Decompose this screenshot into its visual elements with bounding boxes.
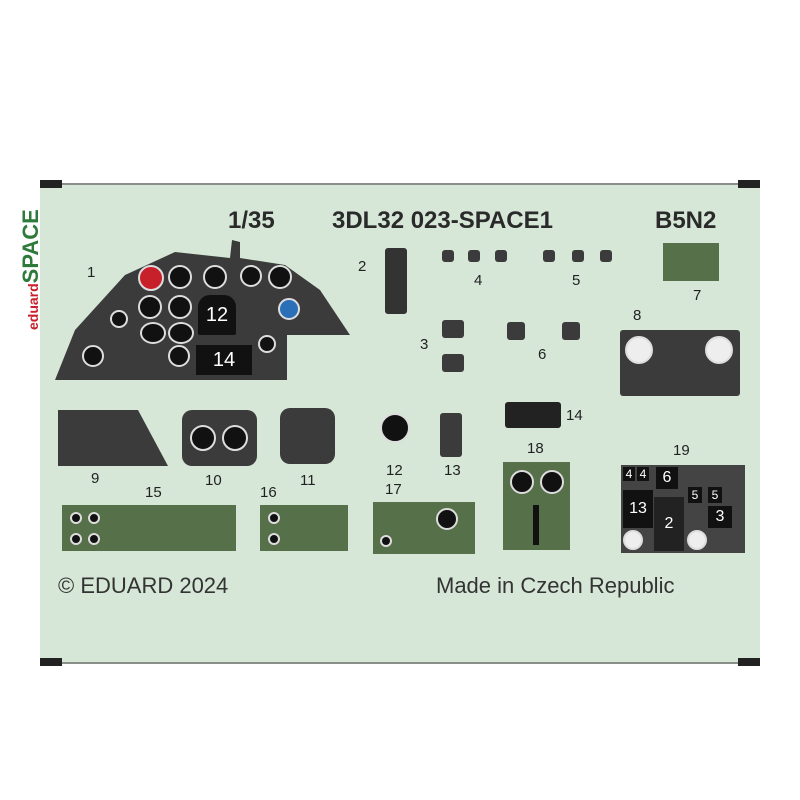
gauge <box>623 530 643 550</box>
part-number: 17 <box>385 481 402 498</box>
part-3a <box>442 320 464 338</box>
part-3b <box>442 354 464 372</box>
gauge <box>258 335 276 353</box>
gauge <box>625 336 653 364</box>
part-9 <box>58 410 168 466</box>
part-5c <box>600 250 612 262</box>
part-number: 4 <box>474 272 483 289</box>
lever <box>533 505 539 545</box>
gauge <box>687 530 707 550</box>
gauge <box>168 345 190 367</box>
part-number: 16 <box>260 484 277 501</box>
part-6b <box>562 322 580 340</box>
part-15 <box>62 505 236 551</box>
gauge <box>168 265 192 289</box>
p19-label: 13 <box>623 490 653 528</box>
part-7 <box>663 243 719 281</box>
part-number: 19 <box>673 442 690 459</box>
part-number: 2 <box>358 258 367 275</box>
part-4c <box>495 250 507 262</box>
gauge <box>140 322 166 344</box>
corner-mark <box>738 658 760 666</box>
gauge <box>82 345 104 367</box>
part-number: 10 <box>205 472 222 489</box>
gauge <box>138 265 164 291</box>
gauge <box>540 470 564 494</box>
panel-label-14: 14 <box>196 345 252 375</box>
p19-label: 4 <box>623 467 635 481</box>
panel-label-12: 12 <box>198 295 236 335</box>
gauge <box>278 298 300 320</box>
p19-label: 5 <box>688 487 702 503</box>
part-13 <box>440 413 462 457</box>
gauge <box>222 425 248 451</box>
gauge <box>240 265 262 287</box>
product-code: 3DL32 023-SPACE1 <box>332 207 553 234</box>
bottom-border <box>40 662 760 664</box>
part-number: 3 <box>420 336 429 353</box>
part-11 <box>280 408 335 464</box>
corner-mark <box>738 180 760 188</box>
part-5b <box>572 250 584 262</box>
p19-label: 5 <box>708 487 722 503</box>
p19-label: 3 <box>708 506 732 528</box>
part-2 <box>385 248 407 314</box>
top-border <box>40 183 760 185</box>
part-number: 9 <box>91 470 100 487</box>
gauge <box>110 310 128 328</box>
part-number: 8 <box>633 307 642 324</box>
part-5a <box>543 250 555 262</box>
part-12-gauge <box>380 413 410 443</box>
part-6a <box>507 322 525 340</box>
gauge <box>705 336 733 364</box>
p19-label: 2 <box>654 497 684 551</box>
eduard-space-logo: eduardSPACE <box>18 209 43 330</box>
scale-label: 1/35 <box>228 207 275 234</box>
part-number: 11 <box>300 472 316 489</box>
gauge <box>138 295 162 319</box>
corner-mark <box>40 658 62 666</box>
part-number: 6 <box>538 346 547 363</box>
p19-label: 4 <box>637 467 649 481</box>
origin-label: Made in Czech Republic <box>436 573 675 598</box>
gauge <box>190 425 216 451</box>
corner-mark <box>40 180 62 188</box>
part-number: 5 <box>572 272 581 289</box>
part-14 <box>505 402 561 428</box>
part-number: 7 <box>693 287 702 304</box>
p19-label: 6 <box>656 467 678 489</box>
part-4b <box>468 250 480 262</box>
gauge <box>203 265 227 289</box>
part-4a <box>442 250 454 262</box>
gauge <box>168 295 192 319</box>
gauge <box>268 265 292 289</box>
part-number: 12 <box>386 462 403 479</box>
part-number: 14 <box>566 407 583 424</box>
gauge <box>168 322 194 344</box>
part-number: 15 <box>145 484 162 501</box>
part-number: 13 <box>444 462 461 479</box>
aircraft-name: B5N2 <box>655 207 717 234</box>
part-number: 18 <box>527 440 544 457</box>
part-number: 1 <box>87 264 96 281</box>
gauge <box>510 470 534 494</box>
gauge <box>436 508 458 530</box>
copyright: © EDUARD 2024 <box>58 573 229 598</box>
